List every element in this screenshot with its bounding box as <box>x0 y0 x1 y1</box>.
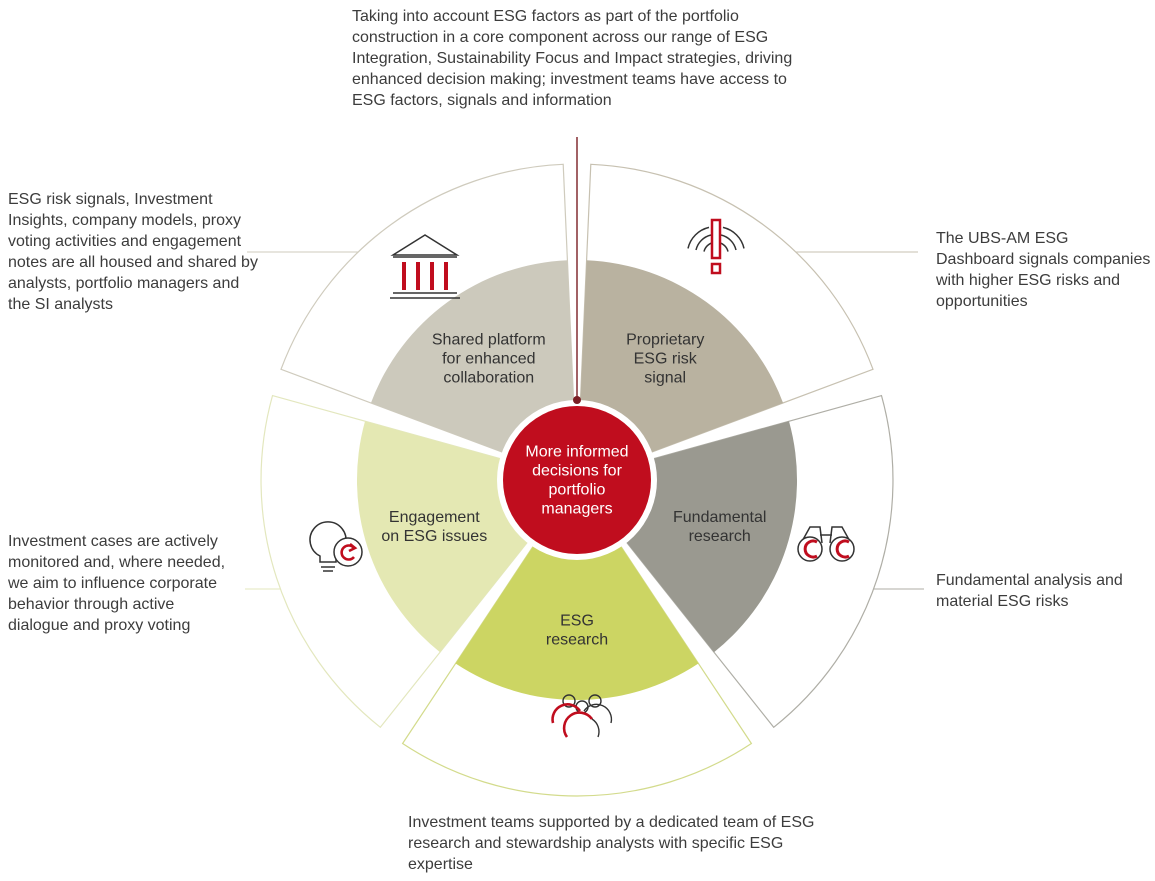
center-hub: More informed decisions for portfolio manag… <box>497 137 657 560</box>
lightbulb-refresh-icon <box>309 521 363 572</box>
segment-label-line: ESG risk <box>634 351 698 368</box>
inner-sector-fundamental-research <box>623 421 798 653</box>
segment-label-line: collaboration <box>443 370 534 387</box>
team-icon <box>551 694 613 738</box>
center-label: More informed decisions for portfolio manag… <box>525 444 628 518</box>
connector-lines <box>245 251 924 795</box>
note-engagement: Investment cases are actively monitored … <box>8 533 226 634</box>
note-esg-research: Investment teams supported by a dedicate… <box>408 814 815 873</box>
center-label-line: managers <box>541 501 612 518</box>
inner-sector-esg-research <box>455 541 699 701</box>
segment-label-line: research <box>689 528 751 545</box>
segment-label-fundamental-research: Fundamental research <box>673 509 766 545</box>
segment-label-line: for enhanced <box>442 351 535 368</box>
segment-label-line: ESG <box>560 613 594 630</box>
signal-alert-icon <box>687 218 745 275</box>
center-label-line: decisions for <box>532 463 622 480</box>
building-icon <box>390 234 460 299</box>
inner-sector-engagement <box>356 421 531 653</box>
inner-sector-proprietary-esg-risk-signal <box>580 260 784 455</box>
segment-label-line: signal <box>644 370 686 387</box>
note-portfolio-construction: Taking into account ESG factors as part … <box>352 8 793 109</box>
segment-label-shared-platform: Shared platform for enhanced collaboration <box>432 332 546 387</box>
segment-label-line: on ESG issues <box>381 528 487 545</box>
center-circle <box>503 406 651 554</box>
center-label-line: More informed <box>525 444 628 461</box>
segment-label-line: Engagement <box>389 509 480 526</box>
inner-sector-shared-platform <box>370 260 574 455</box>
center-dot <box>573 396 581 404</box>
segment-labels: Shared platform for enhanced collaboration… <box>381 332 766 649</box>
segment-label-line: Fundamental <box>673 509 766 526</box>
center-label-line: portfolio <box>549 482 606 499</box>
binoculars-icon <box>797 526 855 562</box>
note-fundamental-research: Fundamental analysis and material ESG ri… <box>936 572 1123 610</box>
icons <box>309 218 855 738</box>
inner-sectors <box>356 260 798 701</box>
segment-label-line: Proprietary <box>626 332 704 349</box>
note-proprietary-esg-risk-signal: The UBS-AM ESG Dashboard signals compani… <box>936 230 1151 310</box>
note-shared-platform: ESG risk signals, Investment Insights, c… <box>8 191 258 313</box>
segment-label-line: research <box>546 632 608 649</box>
segment-label-line: Shared platform <box>432 332 546 349</box>
segment-label-engagement: Engagement on ESG issues <box>381 509 487 545</box>
segment-label-esg-research: ESG research <box>546 613 608 649</box>
